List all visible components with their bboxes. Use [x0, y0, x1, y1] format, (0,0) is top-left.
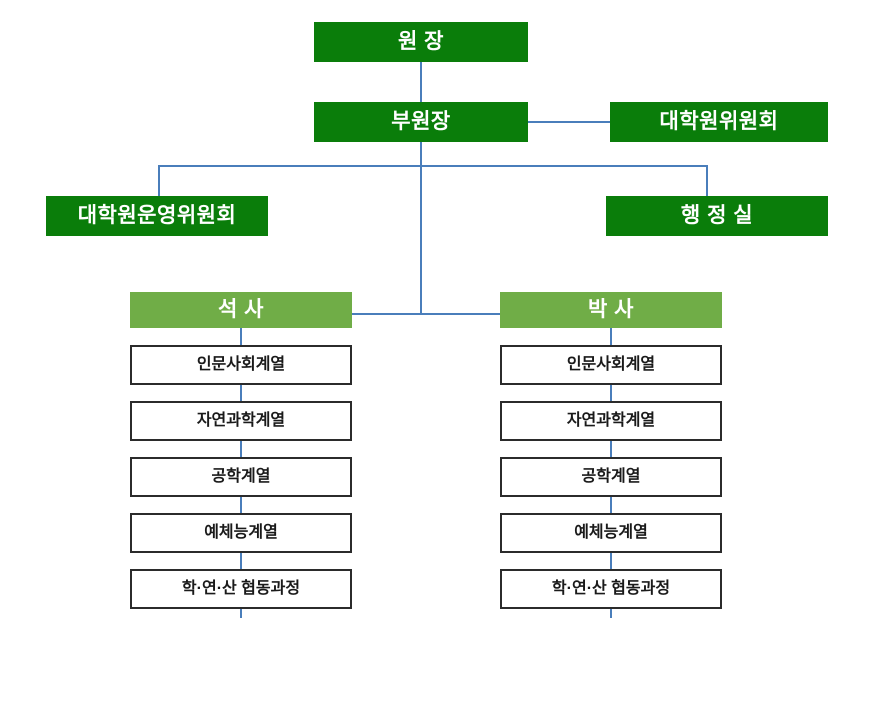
node-director-label: 원 장 — [398, 30, 444, 54]
masters-item-4[interactable]: 학·연·산 협동과정 — [130, 569, 352, 609]
doctorate-item-4[interactable]: 학·연·산 협동과정 — [500, 569, 722, 609]
doctorate-item-2-label: 공학계열 — [581, 468, 641, 486]
node-masters-header[interactable]: 석 사 — [130, 292, 352, 328]
node-graduate-committee[interactable]: 대학원위원회 — [610, 102, 828, 142]
doctorate-item-3[interactable]: 예체능계열 — [500, 513, 722, 553]
connector-spine-to-programs — [352, 313, 502, 315]
doctorate-item-1[interactable]: 자연과학계열 — [500, 401, 722, 441]
doctorate-item-0[interactable]: 인문사회계열 — [500, 345, 722, 385]
masters-item-3-label: 예체능계열 — [204, 524, 278, 542]
masters-item-4-label: 학·연·산 협동과정 — [181, 580, 301, 598]
connector-vice-spine — [420, 142, 422, 314]
doctorate-item-0-label: 인문사회계열 — [566, 356, 656, 374]
masters-item-0[interactable]: 인문사회계열 — [130, 345, 352, 385]
doctorate-item-3-label: 예체능계열 — [574, 524, 648, 542]
node-admin-office-label: 행 정 실 — [680, 204, 754, 228]
masters-item-0-label: 인문사회계열 — [196, 356, 286, 374]
connector-drop-operating-committee — [158, 165, 160, 196]
doctorate-item-1-label: 자연과학계열 — [566, 412, 656, 430]
node-masters-header-label: 석 사 — [218, 298, 264, 322]
masters-item-1-label: 자연과학계열 — [196, 412, 286, 430]
masters-item-1[interactable]: 자연과학계열 — [130, 401, 352, 441]
doctorate-item-2[interactable]: 공학계열 — [500, 457, 722, 497]
node-vice-director-label: 부원장 — [391, 110, 451, 134]
node-operating-committee[interactable]: 대학원운영위원회 — [46, 196, 268, 236]
connector-distribution-bar — [158, 165, 708, 167]
node-doctorate-header[interactable]: 박 사 — [500, 292, 722, 328]
masters-item-3[interactable]: 예체능계열 — [130, 513, 352, 553]
connector-drop-admin-office — [706, 165, 708, 196]
node-doctorate-header-label: 박 사 — [588, 298, 634, 322]
node-director[interactable]: 원 장 — [314, 22, 528, 62]
node-operating-committee-label: 대학원운영위원회 — [77, 204, 237, 228]
connector-director-to-vice — [420, 62, 422, 102]
node-admin-office[interactable]: 행 정 실 — [606, 196, 828, 236]
connector-vice-to-graduate-committee — [528, 121, 610, 123]
doctorate-item-4-label: 학·연·산 협동과정 — [551, 580, 671, 598]
masters-item-2[interactable]: 공학계열 — [130, 457, 352, 497]
node-vice-director[interactable]: 부원장 — [314, 102, 528, 142]
masters-item-2-label: 공학계열 — [211, 468, 271, 486]
node-graduate-committee-label: 대학원위원회 — [659, 110, 779, 134]
